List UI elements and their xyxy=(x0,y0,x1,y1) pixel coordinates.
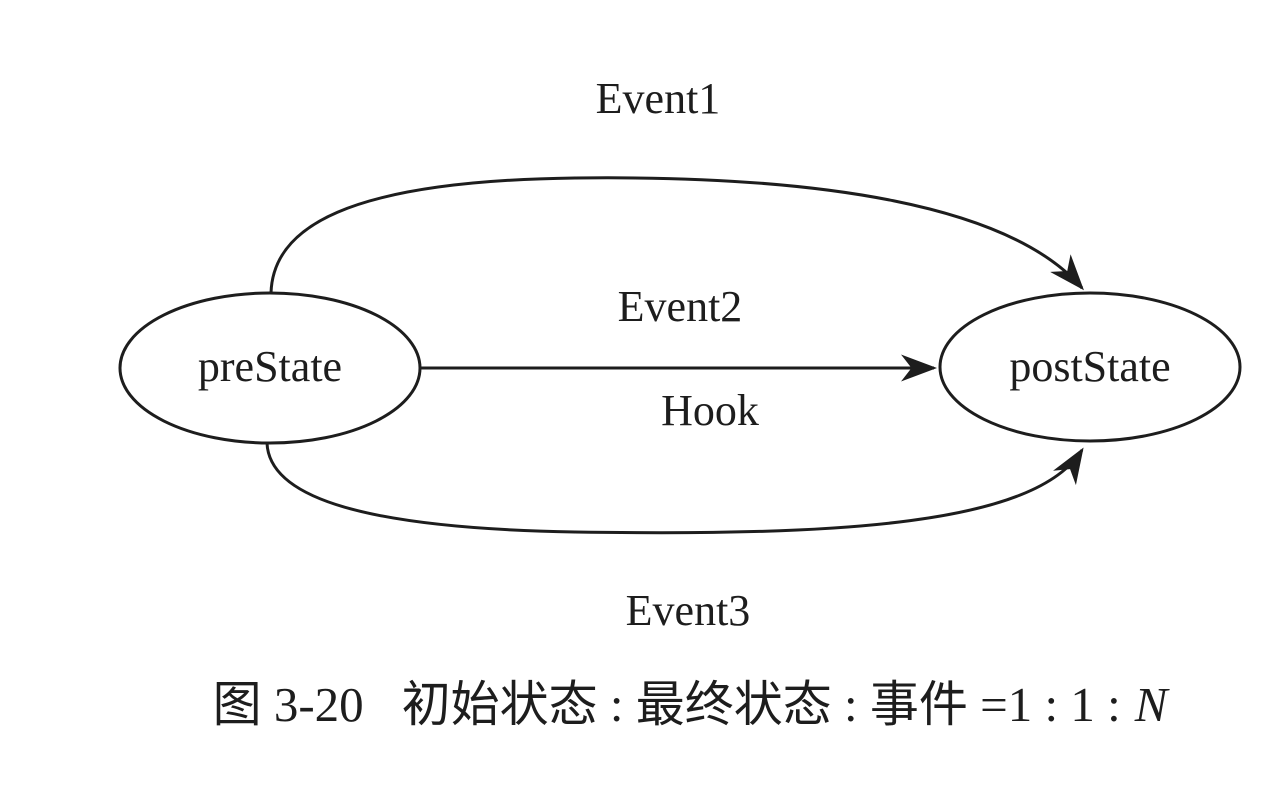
figure-caption-text: 初始状态 : 最终状态 : 事件 =1 : 1 : xyxy=(402,677,1121,732)
state-label-poststate: postState xyxy=(1009,342,1170,391)
transition-label-event1: Event1 xyxy=(596,74,721,123)
state-node-poststate xyxy=(938,291,1242,443)
figure-caption-variable: N xyxy=(1134,677,1170,732)
transition-arrow-event1 xyxy=(269,176,1084,294)
state-node-prestate xyxy=(118,291,422,445)
figure-caption: 图 3-20 初始状态 : 最终状态 : 事件 =1 : 1 :N xyxy=(213,677,1170,732)
state-label-prestate: preState xyxy=(198,342,342,391)
figure-caption-number: 图 3-20 xyxy=(213,677,364,732)
transition-label-hook: Hook xyxy=(661,386,759,435)
transition-label-event2: Event2 xyxy=(618,282,743,331)
transition-label-event3: Event3 xyxy=(626,586,751,635)
transition-arrow-event3 xyxy=(265,442,1084,535)
